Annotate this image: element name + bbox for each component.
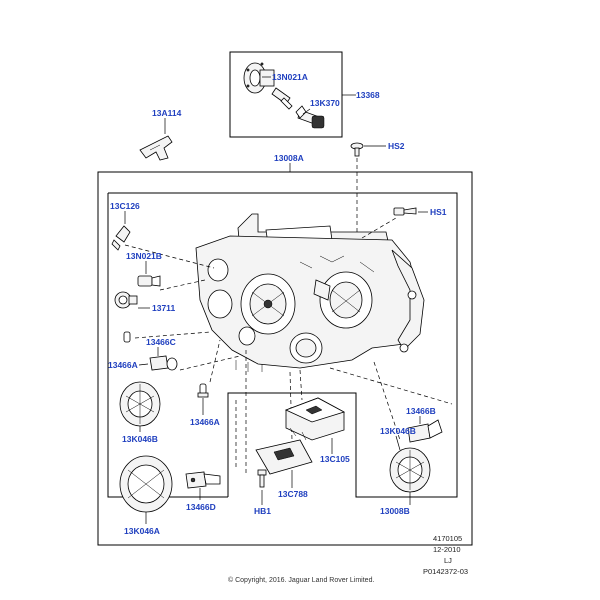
label-13K046B-right: 13K046B — [380, 426, 416, 436]
label-13C105: 13C105 — [320, 454, 350, 464]
label-13466D: 13466D — [186, 502, 216, 512]
leader-13K370 — [302, 108, 311, 115]
label-13008B: 13008B — [380, 506, 410, 516]
cover-13C788 — [255, 439, 313, 475]
screw-HS1 — [393, 207, 417, 216]
label-13466B: 13466B — [406, 406, 436, 416]
bulb-13466C — [123, 331, 131, 343]
drawing-ref: 4170105 — [433, 534, 462, 543]
cap-13K046A — [119, 455, 173, 513]
cap-13K046B-right — [389, 447, 431, 493]
label-13C788: 13C788 — [278, 489, 308, 499]
socket-13711 — [114, 291, 138, 309]
module-13C105 — [284, 397, 346, 441]
headlamp-housing-13008A — [195, 213, 425, 372]
label-13466A-left: 13466A — [108, 360, 138, 370]
connector-13C126 — [111, 225, 131, 251]
leader-13466A-left — [138, 363, 149, 366]
frame-inner — [107, 192, 458, 498]
copyright-notice: © Copyright, 2016. Jaguar Land Rover Lim… — [228, 576, 374, 584]
label-13466A-mid: 13466A — [190, 417, 220, 427]
bulb-13466B — [407, 419, 443, 443]
screw-HS2 — [350, 142, 364, 157]
bulb-13466A-mid — [197, 383, 209, 398]
label-13N021B: 13N021B — [126, 251, 162, 261]
cap-13K046B-left — [119, 381, 161, 427]
label-13K046B-left: 13K046B — [122, 434, 158, 444]
label-HS1: HS1 — [430, 207, 447, 217]
label-13K370: 13K370 — [310, 98, 340, 108]
label-13368: 13368 — [356, 90, 380, 100]
label-13466C: 13466C — [146, 337, 176, 347]
frame-13368 — [229, 51, 343, 138]
label-13C126: 13C126 — [110, 201, 140, 211]
label-HS2: HS2 — [388, 141, 405, 151]
label-13N021A: 13N021A — [272, 72, 308, 82]
bolt-HB1 — [257, 469, 267, 488]
frame-sub-13C105 — [227, 392, 370, 498]
frame-outer — [97, 171, 473, 546]
label-13K046A: 13K046A — [124, 526, 160, 536]
bulb-13466D — [185, 471, 221, 489]
bulb-holder-13N021B — [137, 275, 161, 287]
leader-13K046B-right — [395, 435, 401, 451]
drawing-code: P0142372-03 — [423, 567, 468, 576]
drawing-date: 12-2010 — [433, 545, 461, 554]
drawing-initials: LJ — [444, 556, 452, 565]
bulb-13466A-left — [149, 355, 178, 371]
clip-13A114 — [139, 135, 173, 161]
label-13711: 13711 — [152, 303, 175, 313]
label-13008A: 13008A — [274, 153, 304, 163]
bulb-holder-13N021A — [243, 62, 293, 110]
label-13A114: 13A114 — [152, 108, 182, 118]
label-HB1: HB1 — [254, 506, 271, 516]
